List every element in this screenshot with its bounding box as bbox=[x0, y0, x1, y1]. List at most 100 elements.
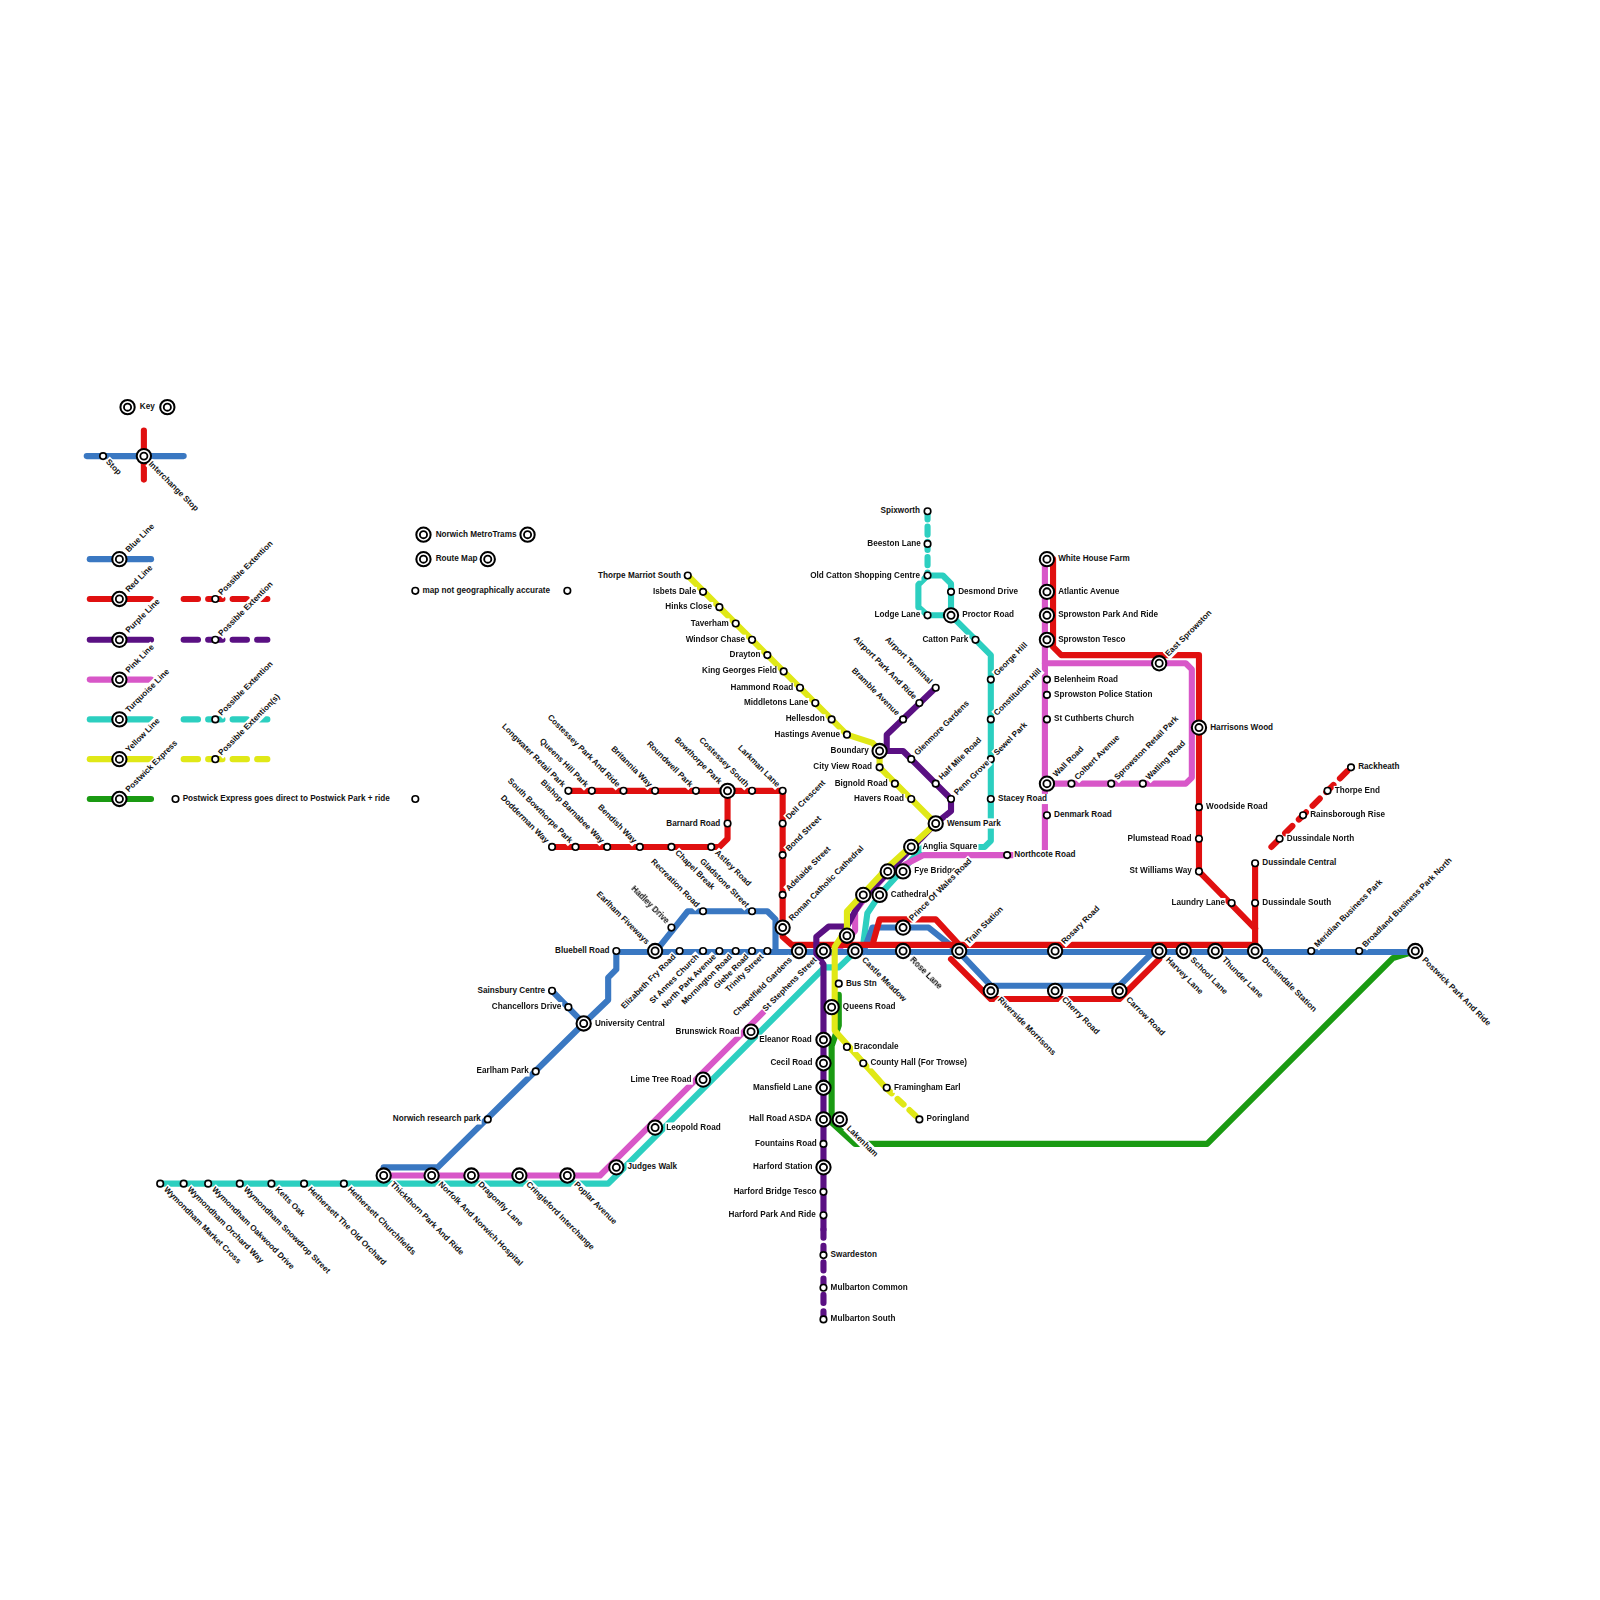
stop-ring bbox=[820, 947, 827, 954]
stop-ring bbox=[860, 1060, 867, 1067]
station-name: Dussindale North bbox=[1286, 834, 1356, 844]
stop-ring bbox=[779, 788, 786, 795]
station-name: Hadley Drive bbox=[628, 883, 672, 927]
station-name: University Central bbox=[594, 1018, 666, 1028]
station-name: Dussindale Central bbox=[1261, 858, 1337, 868]
station-name: Bracondale bbox=[853, 1042, 900, 1052]
blue-line bbox=[384, 911, 1416, 1167]
stop-ring bbox=[956, 947, 963, 954]
stop-ring bbox=[580, 1020, 587, 1027]
stop-ring bbox=[468, 1172, 475, 1179]
station-name: Thorpe End bbox=[1334, 786, 1381, 796]
stop-ring bbox=[720, 784, 734, 798]
stop-ring bbox=[1043, 780, 1050, 787]
station-name: Dell Crescent bbox=[783, 777, 829, 823]
stop-ring bbox=[749, 908, 756, 915]
stop-ring bbox=[464, 1168, 478, 1182]
stop-ring bbox=[565, 1004, 572, 1011]
stop-ring bbox=[112, 792, 126, 806]
station-name: Anglia Square bbox=[921, 842, 978, 852]
station-name: County Hall (For Trowse) bbox=[869, 1058, 968, 1068]
legend-text: Purple Line bbox=[123, 596, 163, 636]
station-name: Spixworth bbox=[880, 506, 922, 516]
stop-ring bbox=[412, 796, 419, 803]
stop-ring bbox=[652, 788, 659, 795]
station-name: Riverside Morrisons bbox=[994, 994, 1058, 1058]
stop-ring bbox=[779, 852, 786, 859]
stop-ring bbox=[212, 637, 219, 644]
station-name: Windsor Chase bbox=[685, 635, 746, 645]
stop-ring bbox=[716, 948, 723, 955]
stop-ring bbox=[780, 668, 787, 675]
stop-ring bbox=[1348, 764, 1355, 771]
stop-ring bbox=[112, 672, 126, 686]
station-name: King Georges Field bbox=[701, 666, 778, 676]
stop-ring bbox=[1040, 777, 1054, 791]
station-name: Route Map bbox=[435, 554, 479, 564]
stop-ring bbox=[1248, 944, 1262, 958]
stop-ring bbox=[900, 716, 907, 723]
stop-ring bbox=[1300, 812, 1307, 819]
station-name: Havers Road bbox=[853, 794, 905, 804]
stop-ring bbox=[112, 712, 126, 726]
stop-ring bbox=[779, 892, 786, 899]
legend-text: Blue Line bbox=[123, 521, 158, 556]
stop-ring bbox=[116, 636, 123, 643]
stop-ring bbox=[856, 888, 870, 902]
stop-ring bbox=[972, 637, 979, 644]
station-name: Mulbarton South bbox=[830, 1314, 897, 1324]
stop-ring bbox=[932, 820, 939, 827]
stop-ring bbox=[180, 1180, 187, 1187]
station-name: Bignold Road bbox=[834, 779, 889, 789]
stop-ring bbox=[1004, 852, 1011, 859]
stop-ring bbox=[852, 947, 859, 954]
stop-ring bbox=[484, 1116, 491, 1123]
station-name: Carrow Road bbox=[1123, 994, 1168, 1039]
stop-ring bbox=[948, 589, 955, 596]
station-name: Rose Lane bbox=[907, 955, 945, 993]
stop-ring bbox=[237, 1180, 244, 1187]
stop-ring bbox=[749, 788, 756, 795]
stop-ring bbox=[100, 453, 107, 460]
station-name: Thorpe Marriot South bbox=[597, 570, 682, 580]
stop-ring bbox=[1408, 944, 1422, 958]
stop-ring bbox=[779, 924, 786, 931]
stop-ring bbox=[577, 1016, 591, 1030]
stop-ring bbox=[380, 1172, 387, 1179]
stop-ring bbox=[1108, 780, 1115, 787]
stop-ring bbox=[1196, 836, 1203, 843]
stop-ring bbox=[1043, 636, 1050, 643]
station-name: Swardeston bbox=[830, 1250, 878, 1260]
stop-ring bbox=[840, 929, 854, 943]
stop-ring bbox=[916, 700, 923, 707]
turquoise-line bbox=[160, 511, 991, 1183]
stop-ring bbox=[820, 1141, 827, 1148]
stop-ring bbox=[820, 1116, 827, 1123]
stop-ring bbox=[795, 947, 802, 954]
key-line bbox=[141, 431, 147, 480]
stop-ring bbox=[812, 700, 819, 707]
station-name: Desmond Drive bbox=[957, 587, 1019, 597]
station-name: Harrisons Wood bbox=[1209, 722, 1274, 732]
stop-ring bbox=[424, 1168, 438, 1182]
stop-ring bbox=[732, 620, 739, 627]
stop-ring bbox=[816, 1160, 830, 1174]
stop-ring bbox=[1228, 900, 1235, 907]
stop-ring bbox=[1412, 947, 1419, 954]
stop-ring bbox=[1043, 612, 1050, 619]
stop-ring bbox=[1192, 720, 1206, 734]
station-name: Broadland Business Park North bbox=[1360, 855, 1456, 951]
stop-ring bbox=[924, 508, 931, 515]
stop-ring bbox=[1112, 984, 1126, 998]
stop-ring bbox=[816, 944, 830, 958]
stop-ring bbox=[1040, 633, 1054, 647]
stop-ring bbox=[116, 716, 123, 723]
stop-ring bbox=[1116, 987, 1123, 994]
station-name: Northcote Road bbox=[1013, 850, 1076, 860]
stop-ring bbox=[820, 1252, 827, 1259]
stop-ring bbox=[899, 868, 906, 875]
stop-ring bbox=[1156, 660, 1163, 667]
stop-ring bbox=[932, 780, 939, 787]
stop-ring bbox=[876, 747, 883, 754]
stop-ring bbox=[416, 528, 430, 542]
